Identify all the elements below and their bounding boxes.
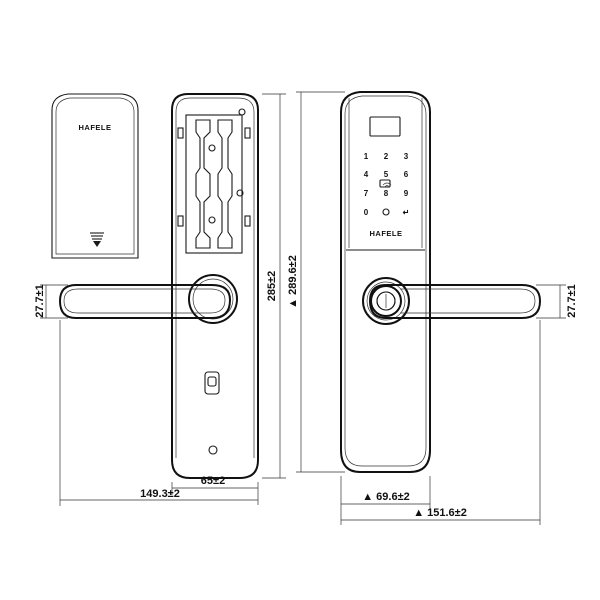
dimension-lines <box>40 91 566 525</box>
cover-brand-logo: HAFELE <box>79 123 112 132</box>
inner-handle-rosette <box>188 274 238 324</box>
screw-hole-top <box>238 108 246 116</box>
keypad-key-9: 9 <box>404 189 409 198</box>
card-reader-icon <box>379 179 392 188</box>
fingerprint-sensor-window <box>369 116 401 137</box>
keypad-key-0: 0 <box>364 208 369 217</box>
dim-handle-thickness-right: 27.7±1 <box>566 284 578 318</box>
dim-inner-height: 285±2 <box>266 271 278 302</box>
keypad-key-6: 6 <box>404 170 409 179</box>
keypad-key-5: 5 <box>384 170 389 179</box>
keypad-key-dot <box>382 208 390 216</box>
screw-hole-bottom <box>208 445 218 455</box>
inner-lever-handle <box>58 284 232 319</box>
keypad-key-3: 3 <box>404 152 409 161</box>
outer-lock-body: 1 2 3 4 5 6 7 8 9 0 ↵ HAFELE <box>340 91 431 473</box>
keypad-key-enter: ↵ <box>403 208 410 217</box>
dim-front-overall-width: ▲ 151.6±2 <box>413 507 467 519</box>
dim-front-height: ▲ 289.6±2 <box>287 255 299 309</box>
thumb-turn-knob <box>204 371 220 395</box>
dim-overall-width: 149.3±2 <box>140 488 180 500</box>
keypad-key-2: 2 <box>384 152 389 161</box>
battery-cover: HAFELE <box>51 93 139 259</box>
keypad-key-7: 7 <box>364 189 369 198</box>
keypad-key-4: 4 <box>364 170 369 179</box>
dim-front-plate-width: ▲ 69.6±2 <box>362 491 410 503</box>
keypad-panel: 1 2 3 4 5 6 7 8 9 0 ↵ HAFELE <box>364 116 410 238</box>
outer-lever-handle <box>368 284 542 319</box>
dim-inner-plate-width: 65±2 <box>201 475 225 487</box>
inner-lock-body <box>171 93 259 479</box>
battery-compartment <box>177 114 251 254</box>
keypad-key-8: 8 <box>384 189 389 198</box>
cover-release-arrow-icon <box>90 232 104 247</box>
dim-handle-thickness-left: 27.7±1 <box>34 284 46 318</box>
keypad-key-1: 1 <box>364 152 369 161</box>
front-brand-logo: HAFELE <box>370 229 403 238</box>
